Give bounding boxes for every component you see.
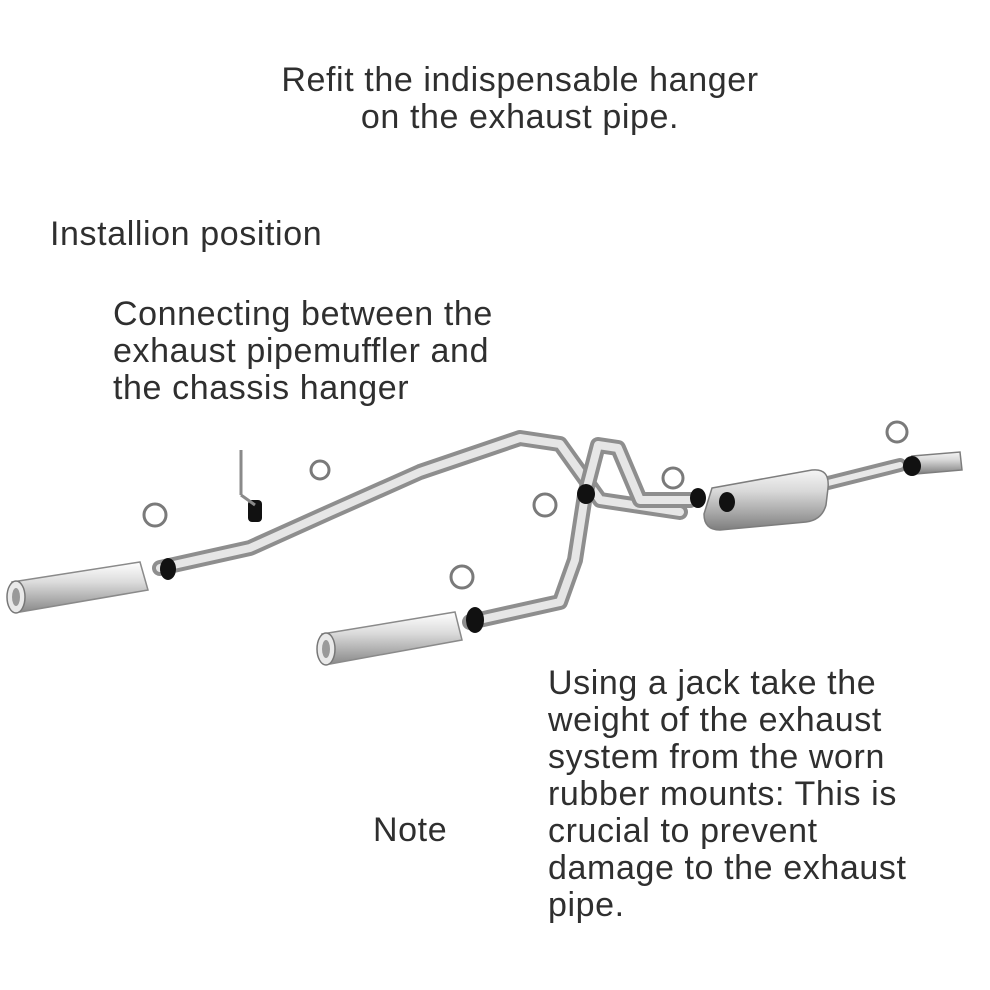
left-tailpipe-tip [6, 561, 149, 614]
muffler [703, 469, 829, 531]
clamp-1 [142, 502, 168, 528]
rubber-hanger-left [239, 450, 262, 522]
right-pipe-run-highlight [466, 441, 694, 626]
note-text: Using a jack take the weight of the exha… [548, 664, 907, 924]
clamp-3 [532, 492, 558, 518]
headline: Refit the indispensable hanger on the ex… [281, 61, 759, 136]
clamp-6 [885, 420, 909, 444]
note-label: Note [373, 811, 448, 849]
pipe-joints [160, 456, 921, 633]
installation-position-label: Installion position [50, 215, 323, 253]
pipe-network [152, 430, 907, 630]
front-pipe-highlight [817, 462, 903, 488]
installation-position-description: Connecting between the exhaust pipemuffl… [113, 295, 493, 407]
clamp-5 [661, 466, 685, 490]
right-tailpipe-tip [316, 611, 463, 666]
exhaust-system-diagram [6, 420, 963, 666]
clamps [142, 420, 909, 590]
clamp-4 [449, 564, 475, 590]
clamp-2 [309, 459, 331, 481]
